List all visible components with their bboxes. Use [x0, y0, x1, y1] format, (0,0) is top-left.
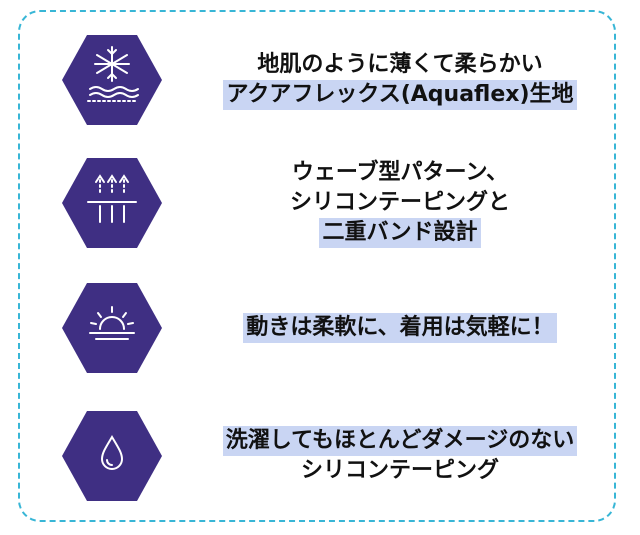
feature-text: 洗濯してもほとんどダメージのない シリコンテーピング [170, 411, 630, 501]
sunrise-icon [89, 306, 135, 340]
feature-text: ウェーブ型パターン、 シリコンテーピングと 二重バンド設計 [170, 158, 630, 248]
feature-flexible: 動きは柔軟に、着用は気軽に！ [0, 283, 640, 379]
feature-line-highlight: 洗濯してもほとんどダメージのない [222, 426, 578, 456]
wave-arrows-icon [87, 174, 137, 223]
snowflake-fabric-icon [87, 46, 139, 102]
feature-wave-pattern: ウェーブ型パターン、 シリコンテーピングと 二重バンド設計 [0, 158, 640, 254]
water-drop-icon [100, 435, 124, 470]
feature-line: ウェーブ型パターン、 [291, 160, 509, 185]
feature-text: 動きは柔軟に、着用は気軽に！ [170, 283, 630, 373]
feature-aquaflex: 地肌のように薄くて柔らかい アクアフレックス(Aquaflex)生地 [0, 35, 640, 131]
hexagon-badge [62, 411, 162, 501]
feature-line: シリコンテーピングと [289, 190, 510, 215]
feature-line-highlight: 二重バンド設計 [319, 218, 481, 248]
dashed-frame [18, 10, 616, 522]
feature-line: シリコンテーピング [300, 458, 499, 483]
feature-line-highlight: 動きは柔軟に、着用は気軽に！ [243, 313, 557, 343]
feature-durable-taping: 洗濯してもほとんどダメージのない シリコンテーピング [0, 411, 640, 507]
hexagon-badge [62, 283, 162, 373]
feature-text: 地肌のように薄くて柔らかい アクアフレックス(Aquaflex)生地 [170, 35, 630, 125]
feature-line: 地肌のように薄くて柔らかい [257, 52, 543, 77]
hexagon-badge [62, 158, 162, 248]
feature-line-highlight: アクアフレックス(Aquaflex)生地 [223, 80, 577, 110]
hexagon-badge [62, 35, 162, 125]
